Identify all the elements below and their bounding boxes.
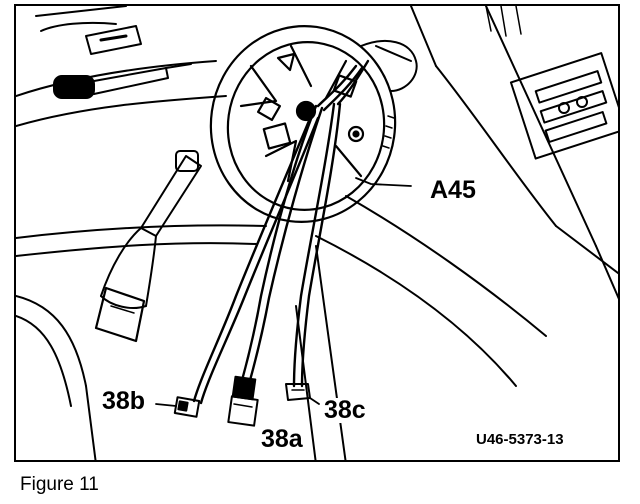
leader-lines <box>155 177 412 407</box>
clock-spring-a45 <box>209 25 418 223</box>
callout-a45: A45 <box>428 176 478 204</box>
steering-column-wiring-illustration <box>16 6 618 460</box>
figure-caption: Figure 11 <box>20 474 99 495</box>
connector-38a <box>227 375 259 427</box>
figure-frame: A45 38b 38a 38c U46-5373-13 <box>14 4 620 462</box>
callout-38a: 38a <box>261 425 303 453</box>
upper-left-switch <box>35 6 192 99</box>
dashboard-outline <box>16 6 618 460</box>
callout-38c: 38c <box>322 396 368 424</box>
callout-38b: 38b <box>100 387 148 415</box>
connector-38b <box>173 396 201 418</box>
turn-signal-stalk <box>94 150 202 343</box>
figure-reference-code: U46-5373-13 <box>474 431 566 448</box>
instrument-panel <box>485 6 618 160</box>
wiring-harness <box>192 59 370 405</box>
